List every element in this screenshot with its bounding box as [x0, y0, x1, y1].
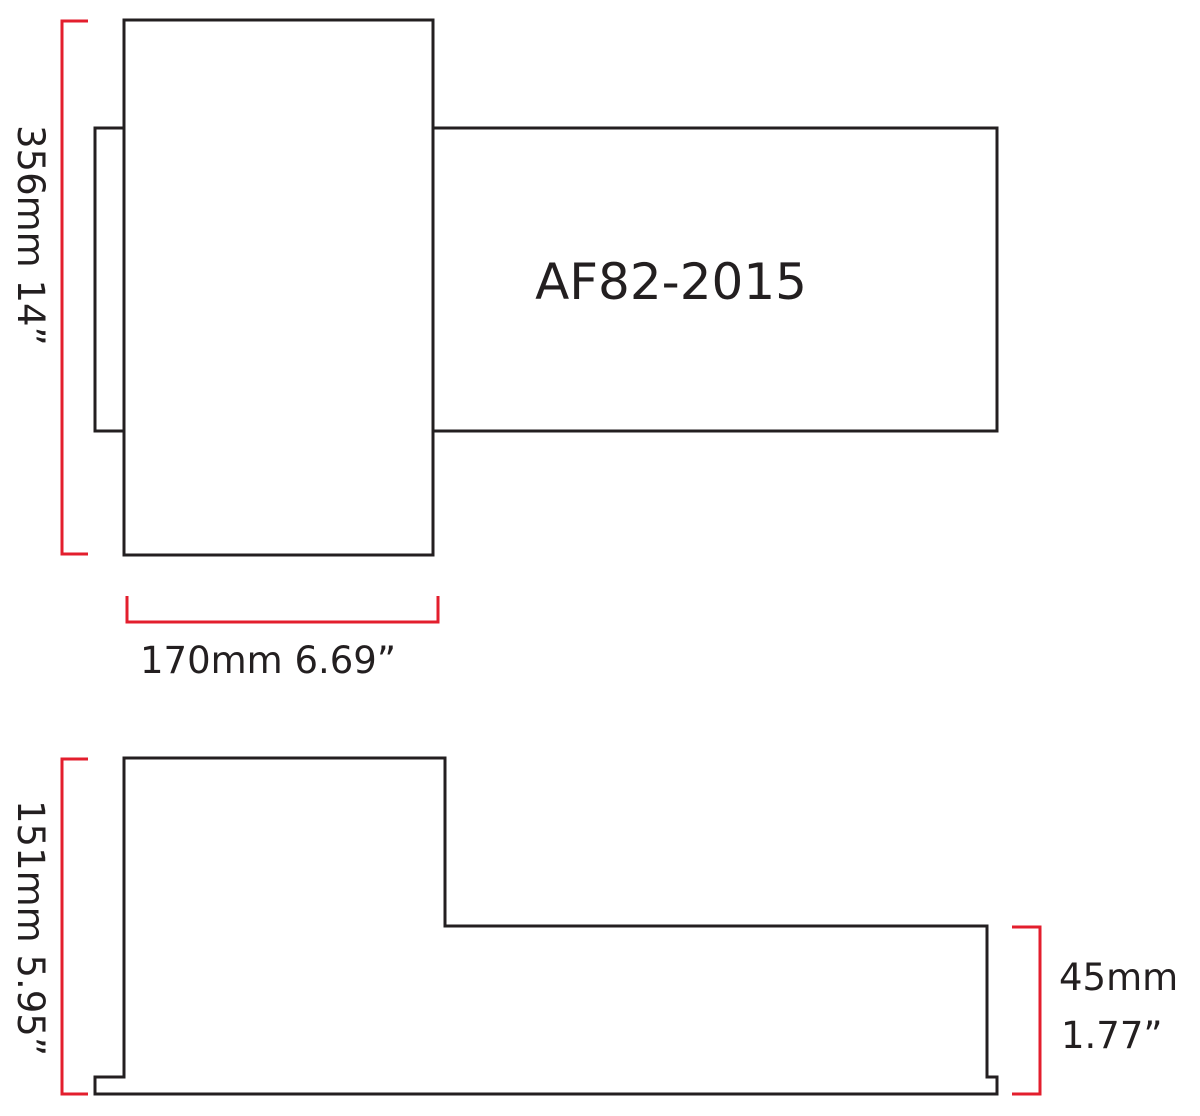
left-flange [93, 126, 126, 433]
width-dimension-label: 170mm 6.69” [140, 639, 396, 682]
height-dimension-bracket [60, 19, 88, 556]
side-profile-outline [93, 756, 999, 1096]
width-dimension-bracket [125, 596, 440, 624]
model-number-label: AF82-2015 [535, 253, 807, 311]
side-view: 151mm 5.95” 45mm 1.77” [9, 756, 1178, 1096]
main-body [122, 18, 435, 557]
overall-height-dimension-bracket [60, 757, 88, 1096]
step-height-mm-label: 45mm [1059, 956, 1178, 999]
top-view: AF82-2015 356mm 14” 170mm 6.69” [9, 18, 999, 682]
height-dimension-label: 356mm 14” [9, 125, 52, 346]
step-height-dimension-bracket [1012, 925, 1042, 1096]
step-height-in-label: 1.77” [1061, 1014, 1163, 1057]
overall-height-dimension-label: 151mm 5.95” [9, 800, 52, 1056]
